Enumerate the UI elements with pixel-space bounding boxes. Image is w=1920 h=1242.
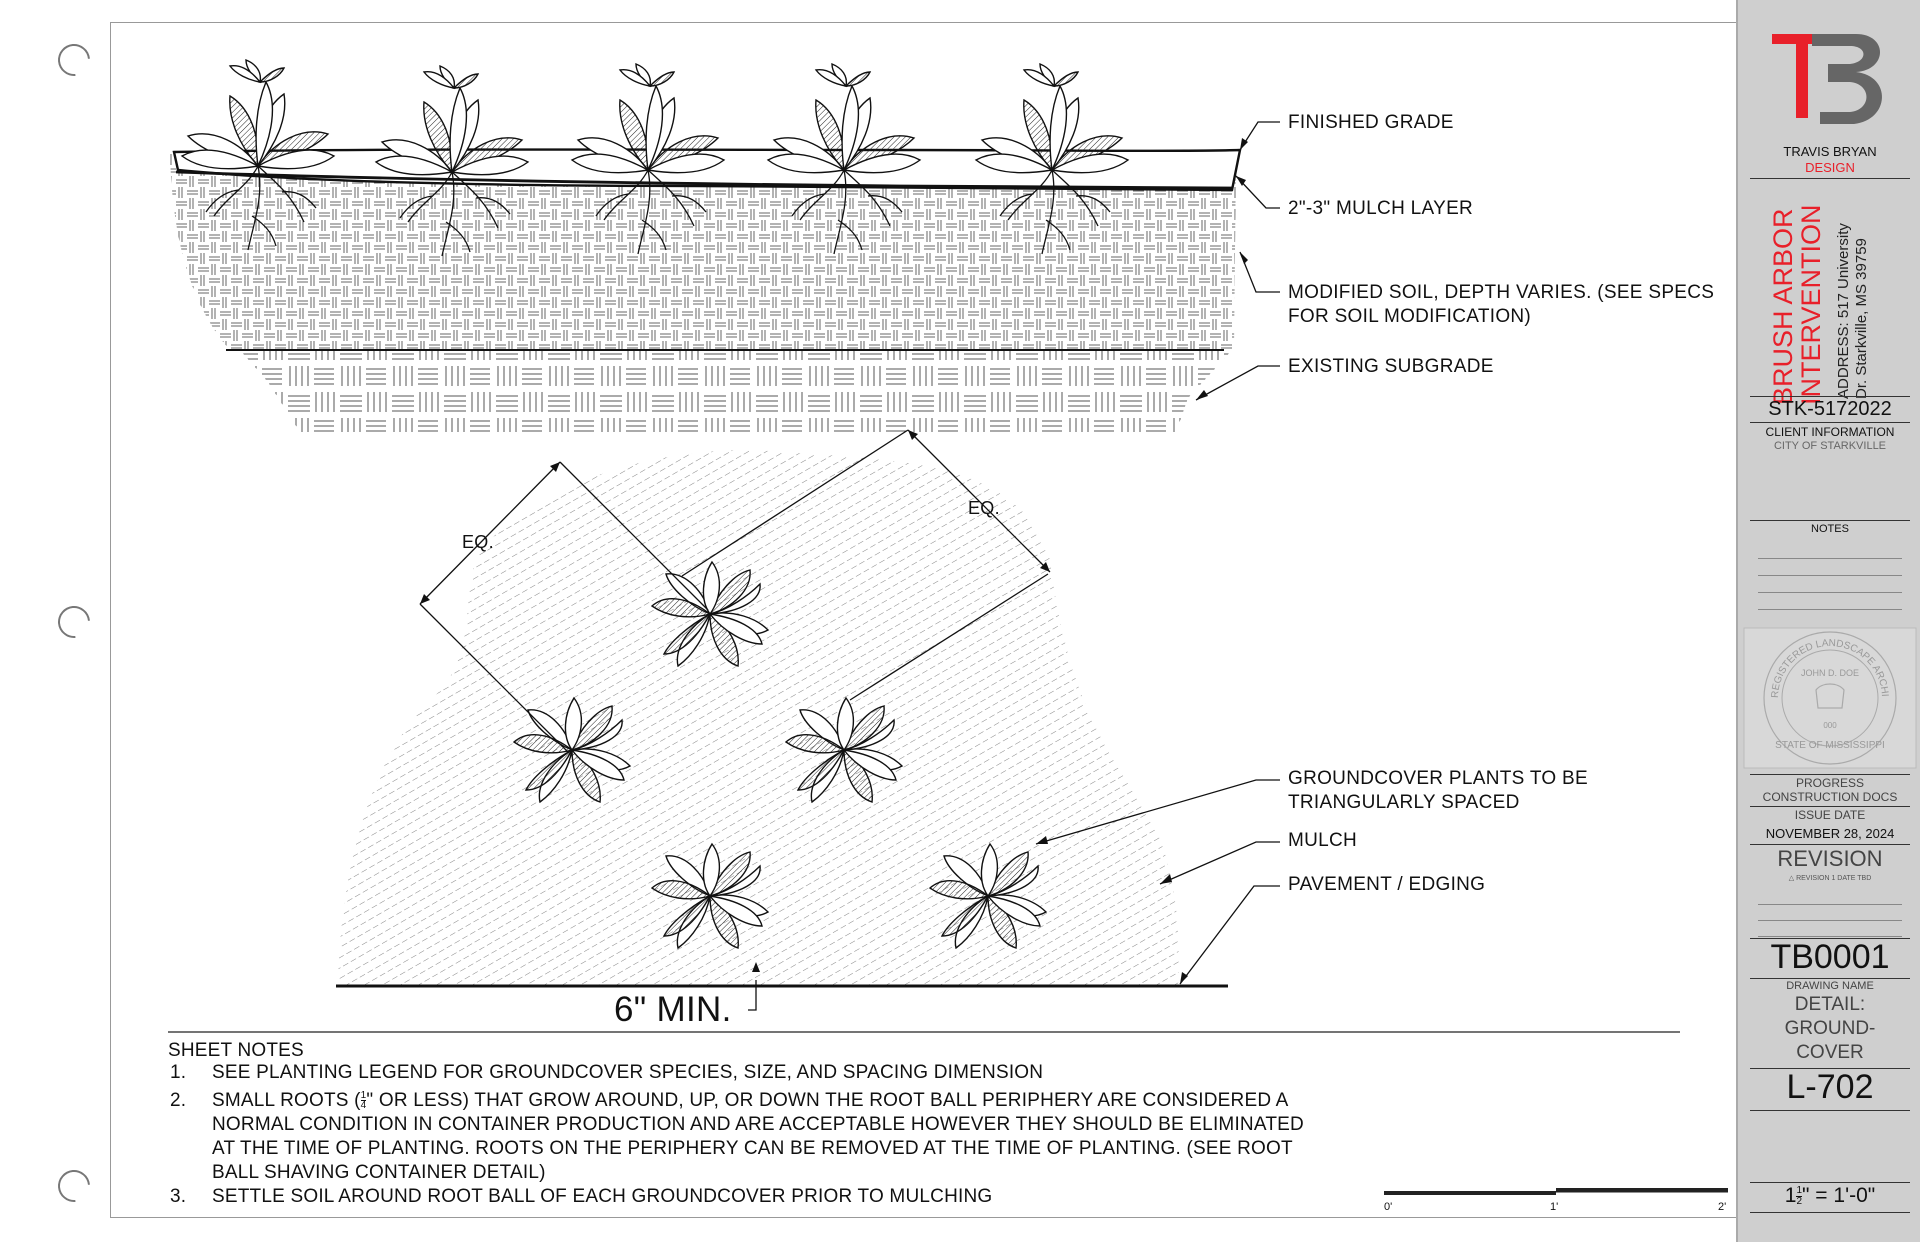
note-1-number: 1.: [170, 1062, 187, 1083]
client-name: CITY OF STARKVILLE: [1773, 440, 1887, 452]
note-2-number: 2.: [170, 1090, 187, 1111]
scale-tick-2: 2': [1718, 1201, 1726, 1213]
drawing-scale-denominator: 2: [1796, 1195, 1803, 1207]
seal-state: STATE OF MISSISSIPPI: [1775, 740, 1885, 751]
revision-label: REVISION: [1777, 846, 1883, 871]
title-block-divider: [1750, 1110, 1910, 1111]
project-name-line1: BRUSH ARBOR: [1768, 208, 1798, 405]
note-2-line1-end: " OR LESS) THAT GROW AROUND, UP, OR DOWN…: [366, 1090, 1289, 1111]
callout-mulch: MULCH: [1288, 830, 1358, 851]
issue-date: NOVEMBER 28, 2024: [1765, 826, 1895, 841]
drawing-scale-whole: 1: [1784, 1184, 1797, 1207]
revision-line: [1758, 920, 1902, 921]
note-2-line2: NORMAL CONDITION IN CONTAINER PRODUCTION…: [212, 1114, 1304, 1135]
scale-tick-0: 0': [1384, 1201, 1392, 1213]
notes-line: [1758, 592, 1902, 593]
note-2-fraction-denominator: 4: [360, 1100, 367, 1112]
professional-seal: REGISTERED LANDSCAPE ARCHITECT JOHN D. D…: [1738, 624, 1917, 769]
status-line2: CONSTRUCTION DOCS: [1762, 790, 1898, 804]
issue-date-label: ISSUE DATE: [1794, 808, 1866, 822]
revision-delta-icon: △: [1788, 875, 1797, 882]
seal-eagle-icon: [1815, 683, 1845, 709]
section-view: [170, 59, 1280, 432]
drawing-name-label: DRAWING NAME: [1786, 980, 1874, 992]
notes-line: [1758, 609, 1902, 610]
callout-finished-grade: FINISHED GRADE: [1288, 112, 1454, 133]
mulch-bed: [338, 450, 1179, 986]
title-block-divider: [1750, 844, 1910, 845]
scale-tick-1: 1': [1550, 1201, 1558, 1213]
status-line1: PROGRESS: [1795, 776, 1864, 790]
drawing-name-line1: DETAIL:: [1794, 994, 1866, 1015]
dimension-eq-left: EQ.: [462, 532, 494, 552]
drawing-number: TB0001: [1770, 938, 1890, 976]
notes-line: [1758, 558, 1902, 559]
callout-existing-subgrade: EXISTING SUBGRADE: [1288, 356, 1494, 377]
project-address: ADDRESS: 517 University Dr. Starkville, …: [1835, 189, 1871, 399]
detail-drawing: 0' 1' 2': [168, 59, 1728, 1213]
title-block-divider: [1750, 396, 1910, 397]
project-number: STK-5172022: [1768, 398, 1892, 420]
drawing-name-line2: GROUND-: [1784, 1018, 1876, 1039]
revision-line: [1758, 936, 1902, 937]
title-block-divider: [1750, 774, 1910, 775]
plan-view: [336, 429, 1280, 1011]
note-2-line4: BALL SHAVING CONTAINER DETAIL): [212, 1162, 546, 1183]
project-address-line2: Dr. Starkville, MS 39759: [1853, 238, 1870, 399]
callout-mulch-layer: 2"-3" MULCH LAYER: [1288, 198, 1474, 219]
firm-name-line1: TRAVIS BRYAN: [1783, 144, 1877, 159]
existing-subgrade: [240, 350, 1232, 432]
callout-groundcover-line2: TRIANGULARLY SPACED: [1288, 792, 1520, 813]
title-block-divider: [1750, 1182, 1910, 1183]
title-block-divider: [1750, 938, 1910, 939]
title-block-divider: [1750, 520, 1910, 521]
eq-dimensions: [419, 429, 1051, 753]
graphic-scale-bar: 0' 1' 2': [1384, 1188, 1728, 1213]
callout-modified-soil-line1: MODIFIED SOIL, DEPTH VARIES. (SEE SPECS: [1288, 282, 1715, 303]
note-1-text: SEE PLANTING LEGEND FOR GROUNDCOVER SPEC…: [212, 1062, 1044, 1083]
callout-modified-soil-line2: FOR SOIL MODIFICATION): [1288, 306, 1532, 327]
callout-pavement-edging: PAVEMENT / EDGING: [1288, 874, 1486, 895]
title-block-divider: [1750, 978, 1910, 979]
sheet-notes-title: SHEET NOTES: [168, 1040, 304, 1061]
modified-soil: [170, 152, 1236, 350]
revision-entry-text: REVISION 1 DATE TBD: [1796, 875, 1872, 882]
title-block-divider: [1750, 1212, 1910, 1213]
drawing-scale-numerator: 1: [1796, 1184, 1803, 1197]
title-block-divider: [1750, 1068, 1910, 1069]
title-block-divider: [1750, 422, 1910, 423]
notes-label: NOTES: [1811, 523, 1849, 535]
firm-logo: [1772, 34, 1883, 124]
callout-six-inch-min: 6" MIN.: [614, 990, 732, 1029]
note-3-text: SETTLE SOIL AROUND ROOT BALL OF EACH GRO…: [212, 1186, 993, 1207]
notes-line: [1758, 575, 1902, 576]
drawing-name-line3: COVER: [1796, 1042, 1864, 1063]
title-block-divider: [1750, 806, 1910, 807]
note-2-fraction-numerator: 1: [360, 1090, 367, 1102]
firm-name-line2: DESIGN: [1805, 160, 1855, 175]
note-2-line3: AT THE TIME OF PLANTING. ROOTS ON THE PE…: [212, 1138, 1293, 1159]
client-info-label: CLIENT INFORMATION: [1765, 425, 1895, 439]
project-name-line2: INTERVENTION: [1796, 204, 1826, 405]
drawing-scale-rest: " = 1'-0": [1802, 1184, 1876, 1207]
title-block: TRAVIS BRYAN DESIGN BRUSH ARBOR INTERVEN…: [1736, 0, 1920, 1242]
seal-name: JOHN D. DOE: [1801, 668, 1859, 678]
revision-entry: △ REVISION 1 DATE TBD: [1738, 874, 1920, 882]
seal-number: 000: [1823, 721, 1837, 730]
dimension-eq-right: EQ.: [968, 498, 1000, 518]
callout-groundcover-line1: GROUNDCOVER PLANTS TO BE: [1288, 768, 1589, 789]
sheet-number: L-702: [1786, 1068, 1874, 1106]
note-3-number: 3.: [170, 1186, 187, 1207]
project-name: BRUSH ARBOR INTERVENTION: [1768, 195, 1826, 405]
project-address-line1: ADDRESS: 517 University: [1835, 223, 1852, 399]
project-info-vertical: BRUSH ARBOR INTERVENTION ADDRESS: 517 Un…: [1746, 178, 1914, 405]
revision-line: [1758, 904, 1902, 905]
title-block-divider: [1750, 178, 1910, 179]
note-2-line1-start: SMALL ROOTS (: [212, 1090, 361, 1111]
